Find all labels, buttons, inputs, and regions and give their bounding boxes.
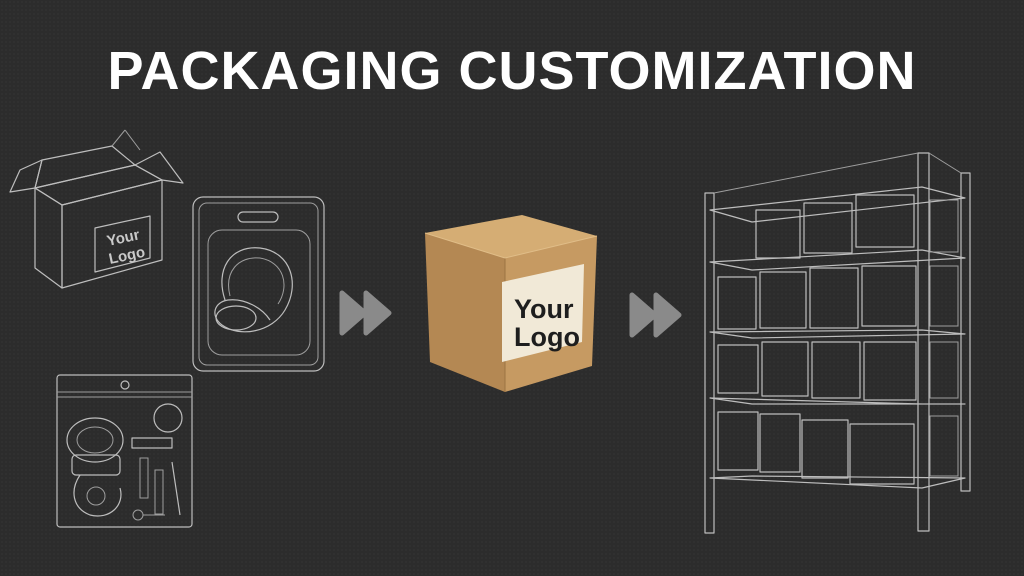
- page-title: PACKAGING CUSTOMIZATION: [107, 41, 917, 101]
- open-box-icon: Your Logo: [9, 129, 184, 289]
- kraft-logo-line1: Your: [514, 294, 574, 324]
- fast-forward-icon-2: [629, 292, 682, 338]
- sketch-logo-line1: Your: [105, 226, 141, 250]
- warehouse-shelf-icon: [704, 152, 971, 534]
- kraft-box-icon: Your Logo: [424, 215, 598, 392]
- poly-bag-icon: [56, 374, 193, 528]
- logo-label: [502, 264, 584, 362]
- fast-forward-icon: [339, 290, 392, 336]
- blister-pack-icon: [192, 196, 325, 372]
- kraft-logo-line2: Logo: [514, 322, 580, 352]
